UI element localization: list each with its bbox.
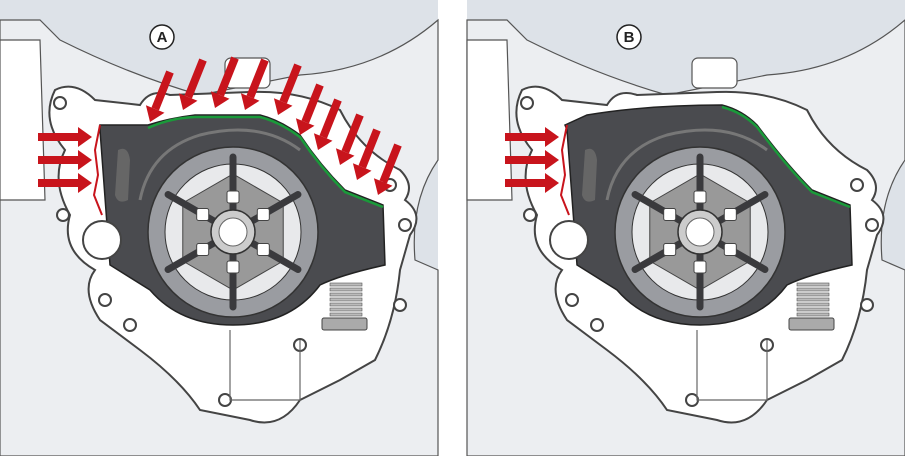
shaft-bore xyxy=(218,217,248,247)
oil-passage xyxy=(696,330,768,401)
spring-coil xyxy=(796,307,830,312)
top-boss xyxy=(691,57,738,89)
spring-coil xyxy=(329,292,363,297)
panel-label-circle xyxy=(149,24,175,50)
pressure-arrow-4-shaft xyxy=(279,63,302,104)
pressure-arrow-7-head xyxy=(335,148,355,165)
panel-b: B xyxy=(466,0,905,456)
vane-slot-0 xyxy=(693,190,707,204)
body-groove xyxy=(605,128,768,201)
spring-coil xyxy=(796,302,830,307)
spring-coil xyxy=(796,297,830,302)
pressure-arrow-1-head xyxy=(178,93,198,110)
bolt-hole-0 xyxy=(520,96,534,110)
green-seal-line xyxy=(721,105,851,209)
spring-coil xyxy=(796,312,830,317)
pressure-arrow-0-shaft xyxy=(151,70,174,111)
side-bracket xyxy=(466,39,513,201)
pressure-arrow-4-head xyxy=(273,98,293,115)
spring-coil xyxy=(329,307,363,312)
panel-label: B xyxy=(624,29,635,46)
bolt-hole-2 xyxy=(98,293,112,307)
side-arrow-0-head xyxy=(545,127,559,147)
vane-slot-2 xyxy=(723,243,737,256)
shaft-bore xyxy=(685,217,715,247)
vane-slot-4 xyxy=(196,243,210,256)
bolt-hole-6 xyxy=(860,298,874,312)
pressure-arrow-5-head xyxy=(295,118,315,135)
spring-plug xyxy=(788,317,835,331)
bolt-hole-3 xyxy=(590,318,604,332)
body-groove xyxy=(138,128,301,201)
oil-passage xyxy=(229,330,301,401)
spring-coil xyxy=(329,302,363,307)
bolt-hole-1 xyxy=(523,208,537,222)
vane-slot-2 xyxy=(256,243,270,256)
pressure-arrow-2-head xyxy=(210,91,230,108)
spring-coil xyxy=(796,292,830,297)
vane-slot-5 xyxy=(663,208,677,221)
side-arrow-1-head xyxy=(78,150,92,170)
spring-coil xyxy=(329,297,363,302)
relief-pocket xyxy=(115,148,130,202)
vane-slot-4 xyxy=(663,243,677,256)
spring-coil xyxy=(329,312,363,317)
vane-slot-5 xyxy=(196,208,210,221)
side-arrow-0-head xyxy=(78,127,92,147)
bolt-hole-0 xyxy=(53,96,67,110)
spring-coil xyxy=(796,282,830,287)
side-bracket xyxy=(0,39,46,201)
side-arrow-2-head xyxy=(545,173,559,193)
pressure-arrow-6-shaft xyxy=(319,98,342,139)
bolt-hole-7 xyxy=(850,178,864,192)
bolt-hole-3 xyxy=(123,318,137,332)
bolt-hole-8 xyxy=(865,218,879,232)
vane-slot-1 xyxy=(723,208,737,221)
panel-a: A xyxy=(0,0,439,456)
spring-plug xyxy=(321,317,368,331)
side-arrow-1-head xyxy=(545,150,559,170)
bolt-hole-8 xyxy=(398,218,412,232)
pressure-arrow-2-shaft xyxy=(216,56,239,97)
spring-coil xyxy=(329,282,363,287)
vane-slot-0 xyxy=(226,190,240,204)
relief-pocket xyxy=(582,148,597,202)
pressure-arrow-9-shaft xyxy=(379,143,402,184)
panel-label: A xyxy=(157,29,168,46)
red-seal-line xyxy=(92,124,103,216)
green-seal-line xyxy=(147,115,384,209)
pressure-arrow-1-shaft xyxy=(184,58,207,99)
vane-slot-1 xyxy=(256,208,270,221)
side-arrow-2-head xyxy=(78,173,92,193)
panel-label-circle xyxy=(616,24,642,50)
bolt-hole-2 xyxy=(565,293,579,307)
bolt-hole-6 xyxy=(393,298,407,312)
pressure-arrow-0-head xyxy=(145,105,165,122)
pressure-arrow-8-head xyxy=(352,163,372,180)
bolt-hole-4 xyxy=(218,393,232,407)
vane-slot-3 xyxy=(693,260,707,274)
pressure-arrow-5-shaft xyxy=(301,83,324,124)
pressure-arrow-3-head xyxy=(240,93,260,110)
spring-coil xyxy=(329,287,363,292)
pressure-arrow-8-shaft xyxy=(358,128,381,169)
pressure-port xyxy=(549,220,589,260)
bolt-hole-1 xyxy=(56,208,70,222)
pressure-arrow-6-head xyxy=(313,133,333,150)
pressure-arrow-3-shaft xyxy=(246,58,269,99)
red-seal-line xyxy=(559,124,570,216)
spring-coil xyxy=(796,287,830,292)
vane-slot-3 xyxy=(226,260,240,274)
control-spring xyxy=(796,282,830,317)
control-spring xyxy=(329,282,363,317)
pressure-arrow-9-head xyxy=(373,178,393,195)
pressure-arrow-7-shaft xyxy=(341,113,364,154)
pressure-port xyxy=(82,220,122,260)
bolt-hole-4 xyxy=(685,393,699,407)
